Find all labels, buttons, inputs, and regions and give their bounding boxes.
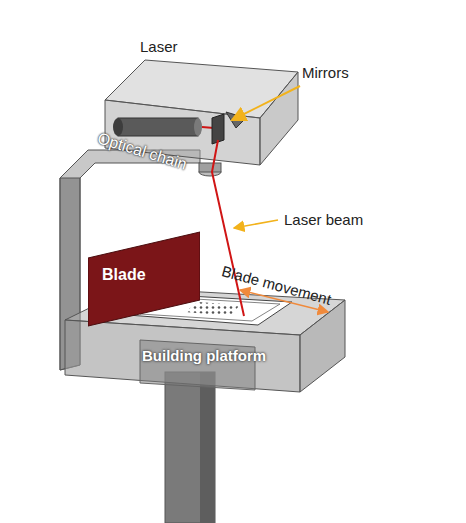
support-column (165, 372, 215, 523)
part-label: Laser (140, 38, 178, 56)
part-label: Mirrors (302, 64, 349, 82)
blade: Blade (88, 230, 200, 328)
laser-tube (118, 118, 198, 136)
housing-side (260, 72, 298, 165)
part-label: Laser beam (284, 211, 363, 229)
node-text: Blade (88, 230, 200, 284)
base-side (300, 300, 345, 392)
building-platform: Building platform (138, 344, 316, 370)
laser-beam (212, 140, 244, 316)
node-text: Building platform (138, 344, 316, 364)
printed-parts (185, 302, 240, 316)
leader-arrow (234, 220, 278, 228)
leader-arrow (232, 86, 300, 120)
mirror (212, 114, 224, 144)
